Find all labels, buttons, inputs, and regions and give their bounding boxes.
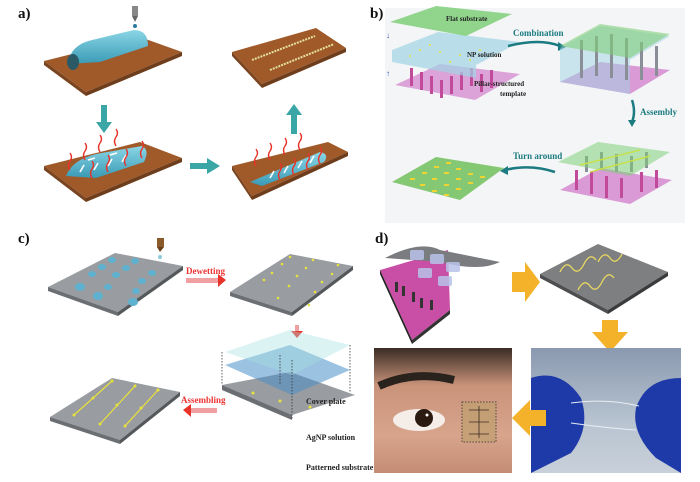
- label-flat-substrate: Flat substrate: [446, 15, 488, 23]
- wood-substrate-nanowire-lines: [232, 28, 346, 88]
- dewetting-arrow-icon: [186, 274, 226, 287]
- arrow-right-orange-icon: [512, 262, 540, 302]
- label-assembly: Assembly: [640, 107, 678, 117]
- gray-substrate-with-dots: [230, 254, 353, 316]
- panel-c-label: c): [18, 231, 30, 247]
- gray-substrate-with-lines: [50, 378, 180, 444]
- arrow-down-orange-icon: [592, 320, 628, 352]
- nozzle-icon: [132, 6, 138, 28]
- combined-stack: [560, 24, 670, 94]
- label-template: template: [500, 90, 527, 98]
- green-substrate-with-nanoparticle-arrays: [392, 157, 504, 200]
- arrow-up-icon: [286, 104, 302, 134]
- combination-arrow-icon: [507, 40, 561, 48]
- label-np-solution: NP solution: [467, 51, 502, 59]
- svg-text:↑: ↑: [386, 69, 390, 78]
- label-turn-around: Turn around: [513, 151, 563, 161]
- label-patterned-substrate: Patterned substrate: [306, 463, 374, 472]
- magenta-pillar-template: [380, 246, 500, 344]
- photo-stretched-film: [531, 348, 681, 473]
- arrow-right-icon: [190, 158, 220, 174]
- arrow-down-icon: [96, 105, 112, 133]
- wood-substrate-assembling: [232, 132, 348, 200]
- wood-substrate-with-droplet: [44, 30, 182, 96]
- gray-substrate-with-droplets: [48, 253, 183, 316]
- pillar-template-stack: ↓ ↑: [386, 6, 520, 100]
- panel-b-label: b): [370, 6, 384, 22]
- wood-substrate-evaporating: [44, 128, 182, 202]
- panel-d-label: d): [375, 231, 389, 247]
- label-cover-plate: Cover plate: [306, 397, 346, 406]
- label-combination: Combination: [513, 28, 564, 38]
- cover-plate-agnp-stack: [221, 330, 355, 420]
- gray-substrate-with-wavy-lines: [540, 244, 668, 314]
- panel-a-label: a): [18, 6, 31, 22]
- svg-text:↓: ↓: [386, 31, 390, 40]
- assembling-arrow-icon: [183, 404, 217, 417]
- turn-around-arrow-icon: [504, 166, 556, 174]
- assembled-stack: [558, 142, 672, 204]
- label-pillar-structured: Pillar-structured: [474, 80, 525, 88]
- arrow-down-red-icon: [291, 325, 303, 338]
- label-agnp-solution: AgNP solution: [306, 433, 356, 442]
- label-dewetting: Dewetting: [186, 266, 225, 276]
- photo-skin-mounted-sensor: [374, 348, 512, 473]
- pipette-icon: [157, 238, 164, 259]
- label-assembling: Assembling: [181, 395, 226, 405]
